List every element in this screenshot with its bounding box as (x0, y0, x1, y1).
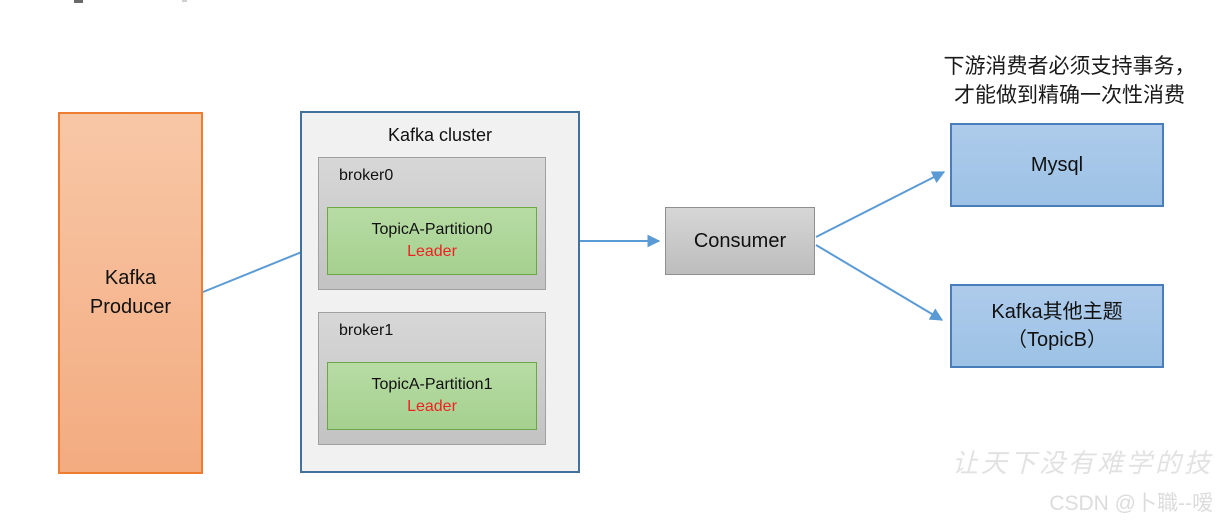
csdn-watermark-author: CSDN @卜職--嗳 (1049, 492, 1213, 515)
partition1-leader-label: Leader (407, 398, 457, 415)
screen-edge-artifact (182, 0, 187, 2)
mysql-label: Mysql (1030, 154, 1084, 176)
producer-label-line1: Kafka (104, 267, 157, 289)
broker1-node: broker1 TopicA-Partition1 Leader (318, 312, 546, 445)
broker0-label: broker0 (339, 167, 394, 184)
consumer-label: Consumer (693, 229, 787, 252)
broker1-label: broker1 (339, 322, 394, 339)
topica-partition1-node: TopicA-Partition1 Leader (327, 362, 537, 430)
partition1-label: TopicA-Partition1 (371, 375, 493, 393)
partition0-label: TopicA-Partition0 (371, 220, 493, 238)
producer-label-line2: Producer (89, 296, 172, 318)
kafka-producer-node: Kafka Producer (58, 112, 203, 474)
arrow-consumer-to-topicb (815, 244, 944, 321)
transaction-note: 下游消费者必须支持事务， 才能做到精确一次性消费 (922, 53, 1217, 111)
broker0-node: broker0 TopicA-Partition0 Leader (318, 157, 546, 290)
topicb-label-line1: Kafka其他主题 (991, 301, 1123, 323)
arrow-consumer-to-mysql (815, 171, 946, 238)
partition0-leader-label: Leader (407, 243, 457, 260)
kafka-cluster-title: Kafka cluster (387, 125, 493, 145)
topica-partition0-node: TopicA-Partition0 Leader (327, 207, 537, 275)
topicb-label-line2: （TopicB） (1006, 329, 1108, 351)
transaction-note-line1: 下游消费者必须支持事务， (943, 55, 1196, 78)
csdn-watermark-slogan: 让天下没有难学的技 (951, 449, 1213, 479)
mysql-node: Mysql (950, 123, 1164, 207)
transaction-note-line2: 才能做到精确一次性消费 (954, 83, 1185, 107)
screen-edge-artifact (74, 0, 83, 3)
consumer-node: Consumer (665, 207, 815, 275)
kafka-topicb-node: Kafka其他主题 （TopicB） (950, 284, 1164, 368)
